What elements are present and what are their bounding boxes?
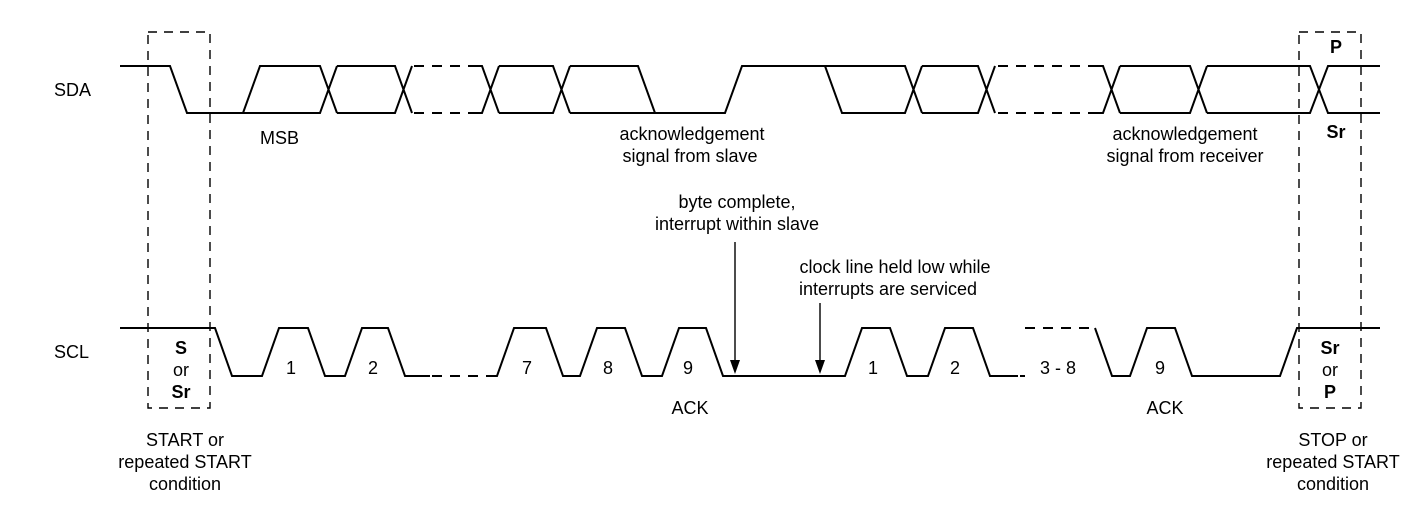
ack-slave-label-line2: signal from slave (622, 146, 757, 166)
start-or: or (173, 360, 189, 380)
ack-receiver-label-line2: signal from receiver (1106, 146, 1263, 166)
byte-complete-arrow (730, 242, 740, 374)
start-condition-line1: START or (146, 430, 224, 450)
stop-condition-box (1298, 31, 1362, 409)
clock-number-2: 2 (368, 358, 378, 378)
stop-scl-p: P (1324, 382, 1336, 402)
clock-held-line2: interrupts are serviced (799, 279, 977, 299)
stop-condition-line3: condition (1297, 474, 1369, 494)
start-sr: Sr (171, 382, 190, 402)
ack-label-1: ACK (671, 398, 708, 418)
ack-label-2: ACK (1146, 398, 1183, 418)
scl-label: SCL (54, 342, 89, 362)
clock-number-9: 9 (683, 358, 693, 378)
byte-complete-line1: byte complete, (678, 192, 795, 212)
msb-label: MSB (260, 128, 299, 148)
ack-slave-label-line1: acknowledgement (619, 124, 764, 144)
ack-receiver-label-line1: acknowledgement (1112, 124, 1257, 144)
stop-sda-sr: Sr (1326, 122, 1345, 142)
sda-waveform (120, 65, 1380, 114)
stop-sda-p: P (1330, 37, 1342, 57)
clock-number-8: 8 (603, 358, 613, 378)
start-s: S (175, 338, 187, 358)
byte-complete-line2: interrupt within slave (655, 214, 819, 234)
clock-held-line1: clock line held low while (799, 257, 990, 277)
clock-number-7: 7 (522, 358, 532, 378)
clock-number-1: 1 (286, 358, 296, 378)
start-condition-line3: condition (149, 474, 221, 494)
stop-condition-line1: STOP or (1298, 430, 1367, 450)
stop-scl-sr: Sr (1320, 338, 1339, 358)
sda-label: SDA (54, 80, 91, 100)
stop-scl-or: or (1322, 360, 1338, 380)
clock-number-second-2: 2 (950, 358, 960, 378)
start-condition-box (147, 31, 211, 409)
clock-number-second-9: 9 (1155, 358, 1165, 378)
start-condition-line2: repeated START (118, 452, 251, 472)
scl-waveform (120, 327, 1380, 377)
stop-condition-line2: repeated START (1266, 452, 1399, 472)
clock-number-3-8: 3 - 8 (1040, 358, 1076, 378)
clock-held-arrow (815, 303, 825, 374)
clock-number-second-1: 1 (868, 358, 878, 378)
